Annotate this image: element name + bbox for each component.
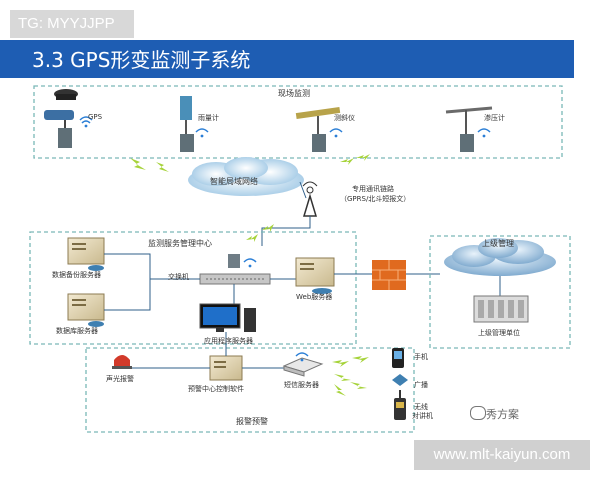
source-tag: TG: MYYJJPP — [10, 10, 134, 38]
label-radio-1: 无线 — [414, 403, 428, 411]
label-web-server: Web服务器 — [296, 293, 333, 301]
label-phone: 手机 — [414, 353, 428, 361]
app-server-icon — [199, 303, 256, 332]
label-switch: 交换机 — [168, 273, 189, 281]
wifi-icon-gps — [79, 116, 93, 128]
server-icon-control — [209, 355, 243, 381]
siren-icon — [112, 355, 132, 369]
radio-icon — [394, 390, 406, 420]
section-label-field: 现场监测 — [278, 89, 310, 98]
section-label-alarm: 报警预警 — [236, 417, 268, 426]
lan-cloud-icon — [188, 157, 304, 196]
slide-title: 3.3 GPS形变监测子系统 — [32, 48, 251, 72]
rain-gauge-icon — [180, 96, 194, 152]
server-icon-db — [67, 293, 105, 327]
label-app-server: 应用程序服务器 — [204, 337, 253, 345]
label-db-backup: 数据备份服务器 — [52, 271, 101, 279]
sensor-label-pressure: 渗压计 — [484, 114, 505, 122]
inclinometer-icon — [295, 106, 341, 152]
upper-cloud-icon — [444, 238, 556, 276]
sensor-label-gps: GPS — [88, 113, 103, 121]
title-bar — [0, 40, 574, 78]
label-control: 预警中心控制软件 — [188, 385, 244, 393]
lan-label: 智能局域网络 — [210, 177, 258, 186]
network-diagram — [29, 85, 571, 433]
broadcast-icon — [392, 374, 408, 386]
brand-label: 秀方案 — [486, 408, 519, 421]
alarm-box — [85, 347, 415, 433]
server-icon-web — [295, 257, 335, 294]
label-siren: 声光报警 — [106, 375, 134, 383]
phone-icon — [392, 348, 404, 368]
wifi-icon-sms — [295, 352, 309, 362]
wifi-icon-incline — [329, 128, 343, 138]
label-db-server: 数据库服务器 — [56, 327, 98, 335]
sensor-label-rain: 雨量计 — [198, 114, 219, 122]
sensor-label-incline: 测斜仪 — [334, 114, 355, 122]
wireless-link-icons — [130, 154, 370, 172]
gprs-label-2: （GPRS/北斗短报文） — [340, 195, 411, 203]
label-upper-unit: 上级管理单位 — [478, 329, 520, 337]
router-icon — [228, 254, 240, 268]
upper-management-box — [429, 235, 571, 349]
gps-receiver-icon — [44, 89, 78, 148]
antenna-tower-icon — [302, 181, 318, 217]
label-radio-2: 对讲机 — [412, 412, 433, 420]
sms-server-icon — [282, 357, 324, 377]
piezometer-icon — [445, 106, 493, 152]
wifi-icon-pressure — [477, 128, 491, 138]
field-monitoring-box — [33, 85, 563, 159]
gprs-label-1: 专用通讯链路 — [352, 185, 394, 193]
label-sms: 短信服务器 — [284, 381, 319, 389]
center-box — [29, 231, 357, 345]
firewall-icon — [372, 260, 406, 290]
server-rack-icon — [473, 295, 529, 323]
section-label-upper: 上级管理 — [482, 239, 514, 248]
wifi-icon-router — [243, 258, 257, 268]
server-icon-backup — [67, 237, 105, 271]
watermark: www.mlt-kaiyun.com — [414, 440, 590, 470]
brand-logo-icon — [470, 406, 486, 420]
wifi-icon-rain — [195, 128, 209, 138]
section-label-center: 监测服务管理中心 — [148, 239, 212, 248]
label-broadcast: 广播 — [414, 381, 428, 389]
switch-icon — [199, 273, 271, 285]
